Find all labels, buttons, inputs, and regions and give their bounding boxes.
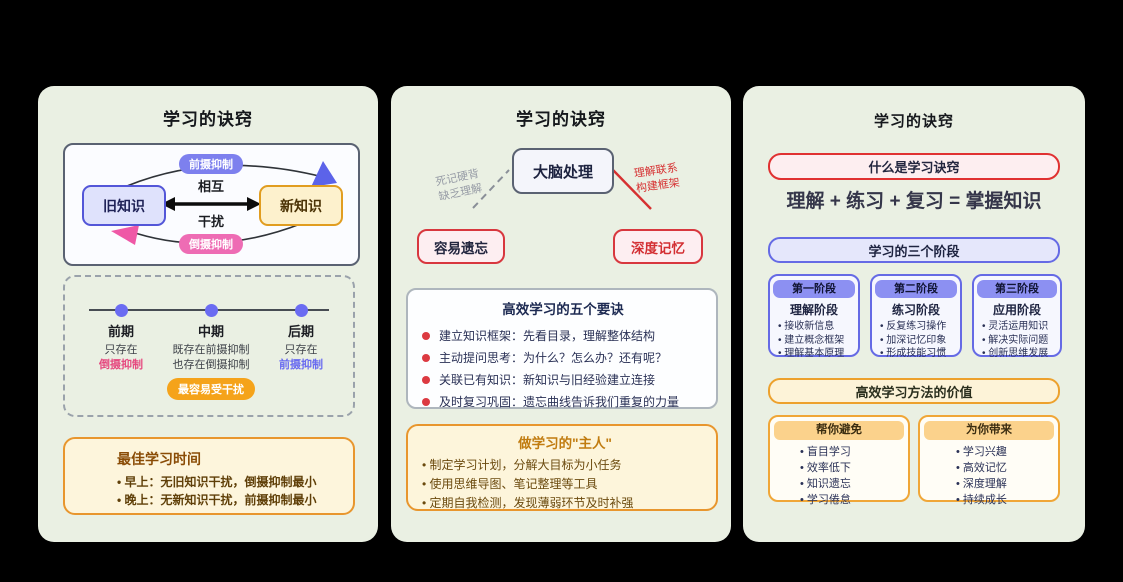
timeline-dot [115,304,128,317]
panel-interference: 学习的诀窍 旧知识 新知识 前摄抑制 倒摄抑制 相互 干扰 [38,86,378,542]
master-item: 定期自我检测，发现薄弱环节及时补强 [422,494,708,513]
rote-learning-label: 死记硬背 缺乏理解 [434,167,484,204]
tip-item: 建立知识框架：先看目录，理解整体结构 [420,325,706,347]
mutual-label: 相互 [197,179,224,194]
double-arrow-right-icon [247,197,261,211]
timeline-dot [205,304,218,317]
avoid-badge: 帮你避免 [774,421,904,440]
stage-badge: 第一阶段 [773,280,855,298]
timeline-stage-early: 前期 只存在 倒摄抑制 [99,324,143,371]
bring-card: 为你带来 学习兴趣 高效记忆 深度理解 持续成长 [918,415,1060,506]
timeline-dot [295,304,308,317]
bullet-dot-icon [422,332,430,340]
panel-brain-processing: 学习的诀窍 大脑处理 死记硬背 缺乏理解 理解联系 构建框架 容易遗忘 深度记忆… [391,86,731,542]
avoid-card: 帮你避免 盲目学习 效率低下 知识遗忘 学习倦怠 [768,415,910,506]
stage-card-1: 第一阶段 理解阶段 接收新信息 建立概念框架 理解基本原理 [768,274,860,359]
timeline-stage-late: 后期 只存在 前摄抑制 [279,324,323,371]
arrowhead-to-new-icon [311,161,337,187]
brain-processing-node: 大脑处理 [512,148,614,194]
double-arrow-left-icon [161,197,175,211]
three-stages-header: 学习的三个阶段 [768,237,1060,263]
easy-forget-node: 容易遗忘 [417,229,505,264]
learning-formula: 理解 + 练习 + 复习 = 掌握知识 [786,191,1042,212]
bring-badge: 为你带来 [924,421,1054,440]
old-knowledge-node: 旧知识 [82,185,166,226]
timeline-stage-middle: 中期 既存在前摄抑制 也存在倒摄抑制 最容易受干扰 [156,321,266,400]
master-of-learning-box: 做学习的"主人" 制定学习计划，分解大目标为小任务 使用思维导图、笔记整理等工具… [406,424,718,511]
tip-item: 主动提问思考：为什么？怎么办？还有呢？ [420,347,706,369]
stage-badge: 第二阶段 [875,280,957,298]
new-knowledge-node: 新知识 [259,185,343,226]
tip-item: 关联已有知识：新知识与旧经验建立连接 [420,369,706,391]
stage-card-2: 第二阶段 练习阶段 反复练习操作 加深记忆印象 形成技能习惯 [870,274,962,359]
page-title: 学习的诀窍 [516,110,606,129]
stage-card-3: 第三阶段 应用阶段 灵活运用知识 解决实际问题 创新思维发展 [972,274,1062,359]
best-time-box: 最佳学习时间 早上：无旧知识干扰，倒摄抑制最小 晚上：无新知识干扰，前摄抑制最小 [63,437,355,515]
interference-timeline: 前期 只存在 倒摄抑制 中期 既存在前摄抑制 也存在倒摄抑制 最容易受干扰 后期… [63,275,355,417]
interfere-label: 干扰 [197,214,224,229]
master-title: 做学习的"主人" [518,436,612,451]
understanding-label: 理解联系 构建框架 [633,162,681,195]
value-header: 高效学习方法的价值 [768,378,1060,404]
master-item: 使用思维导图、笔记整理等工具 [422,475,708,494]
what-is-header: 什么是学习诀窍 [768,153,1060,180]
page-title: 学习的诀窍 [873,113,954,130]
five-tips-box: 高效学习的五个要诀 建立知识框架：先看目录，理解整体结构 主动提问思考：为什么？… [406,288,718,409]
best-time-item: 晚上：无新知识干扰，前摄抑制最小 [117,491,343,509]
page-title: 学习的诀窍 [163,110,253,129]
bullet-dot-icon [422,354,430,362]
arrowhead-to-old-icon [111,225,139,245]
tip-item: 及时复习巩固：遗忘曲线告诉我们重复的力量 [420,391,706,413]
best-time-item: 早上：无旧知识干扰，倒摄抑制最小 [117,473,343,491]
stage-badge: 第三阶段 [977,280,1057,298]
five-tips-title: 高效学习的五个要诀 [502,302,624,317]
proactive-inhibition-pill: 前摄抑制 [179,154,243,174]
retroactive-inhibition-pill: 倒摄抑制 [179,234,243,254]
knowledge-interference-diagram: 旧知识 新知识 前摄抑制 倒摄抑制 相互 干扰 [63,143,360,266]
master-item: 制定学习计划，分解大目标为小任务 [422,456,708,475]
bullet-dot-icon [422,376,430,384]
best-time-title: 最佳学习时间 [117,451,201,467]
bullet-dot-icon [422,398,430,406]
most-interfered-pill: 最容易受干扰 [167,378,255,400]
deep-memory-node: 深度记忆 [613,229,703,264]
panel-overview: 学习的诀窍 什么是学习诀窍 理解 + 练习 + 复习 = 掌握知识 学习的三个阶… [743,86,1085,542]
